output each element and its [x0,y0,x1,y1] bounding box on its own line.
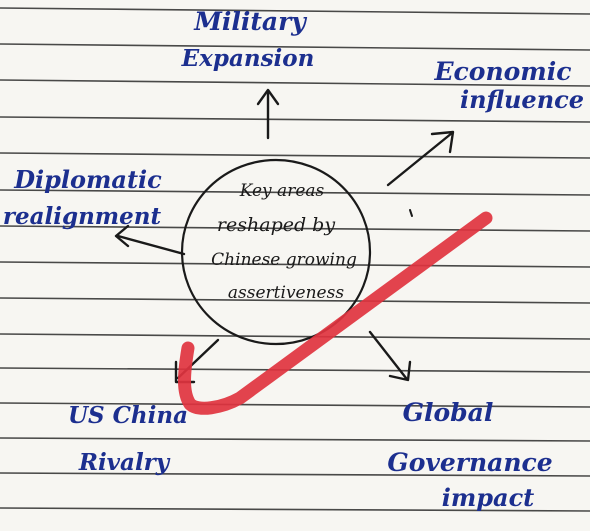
diplomatic-line-2: realignment [3,203,162,230]
pen-mark [409,209,413,217]
diplomatic-line-1: Diplomatic [13,165,162,194]
center-line-3: Chinese growing [211,250,357,270]
label-global-governance-impact: Global Governance impact [387,398,552,512]
center-line-1: Key areas [239,181,325,201]
arrow-diplomatic [114,224,186,256]
arrow-economic [386,130,455,187]
economic-line-1: Economic [434,57,572,86]
center-line-2: reshaped by [217,214,335,236]
center-line-4: assertiveness [228,283,344,303]
label-economic-influence: Economic influence [434,57,585,114]
arrow-global [368,330,412,382]
label-us-china-rivalry: US China Rivalry [68,402,188,476]
global-line-2: Governance [387,448,552,477]
global-line-3: impact [442,483,535,512]
arrow-up-military [256,88,280,140]
red-check-mark [178,211,493,415]
label-military-expansion: Military Expansion [181,7,315,72]
global-line-1: Global [403,398,494,427]
military-line-2: Expansion [181,45,315,72]
economic-line-2: influence [460,85,584,114]
center-circle [180,158,372,346]
military-line-1: Military [193,7,307,36]
center-text: Key areas reshaped by Chinese growing as… [211,181,357,303]
ruled-lines [0,7,590,512]
us-china-line-2: Rivalry [78,449,171,476]
label-diplomatic-realignment: Diplomatic realignment [3,165,162,230]
us-china-line-1: US China [68,402,188,429]
